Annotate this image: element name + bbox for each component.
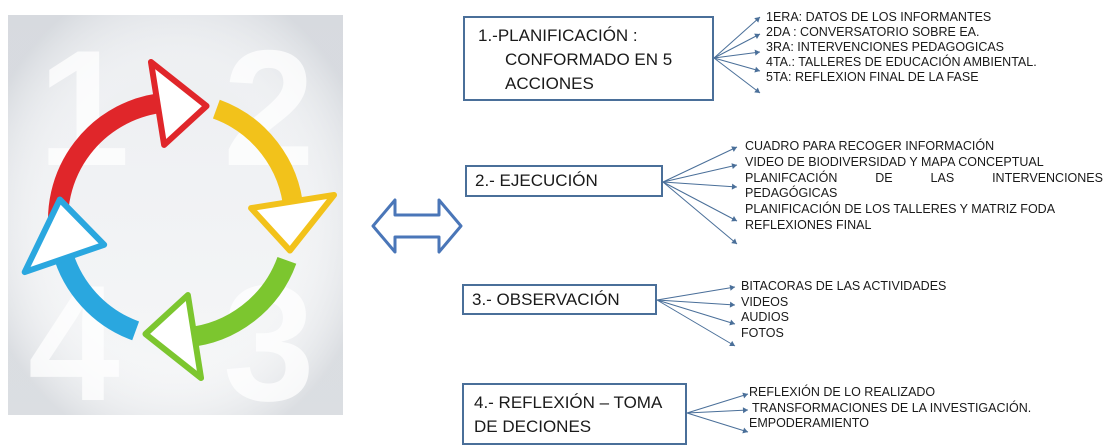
stage-list-reflexion: REFLEXIÓN DE LO REALIZADO TRANSFORMACION… [749,385,1031,432]
connector-line [686,409,749,414]
stage-title-line: 3.- OBSERVACIÓN [472,290,620,309]
connector-arrowhead-icon [754,33,760,39]
list-item: VIDEO DE BIODIVERSIDAD Y MAPA CONCEPTUAL [745,154,1044,169]
list-item: EMPODERAMIENTO [749,416,869,430]
arc-blue [52,247,140,341]
connector-arrowhead-icon [731,146,737,152]
connector-arrowhead-icon [729,284,735,291]
connector-arrowhead-icon [731,183,737,190]
arc-green [185,256,297,348]
list-item: REFLEXIÓN DE LO REALIZADO [749,385,936,399]
list-item: VIDEOS [741,294,789,309]
connector-line [686,393,749,414]
list-item: 2DA : CONVERSATORIO SOBRE EA. [766,25,980,39]
list-item: 1ERA: DATOS DE LOS INFORMANTES [766,10,992,24]
list-item: TRANSFORMACIONES DE LA INVESTIGACIÓN. [752,400,1032,415]
cycle-number-2: 2 [223,16,315,200]
list-item: 3RA: INTERVENCIONES PEDAGOGICAS [766,40,1005,54]
stage-box-ejecucion: 2.- EJECUCIÓN [465,165,663,197]
arrowhead-green-icon [142,292,205,382]
list-item: AUDIOS [741,310,789,324]
cycle-graphic: 1 2 3 4 [8,15,343,415]
list-item: BITACORAS DE LAS ACTIVIDADES [741,279,947,293]
list-word: PLANIFCACIÓN [745,170,838,185]
list-item: PLANIFICACIÓN DE LOS TALLERES Y MATRIZ F… [745,202,1056,217]
connector-arrowhead-icon [729,301,735,308]
arrowhead-blue-icon [21,196,108,276]
stage-list-planificacion: 1ERA: DATOS DE LOS INFORMANTES 2DA : CON… [766,10,1037,85]
connector-line [662,181,738,222]
connector-line [713,33,761,59]
connector-line [656,299,736,306]
stage-box-observacion: 3.- OBSERVACIÓN [462,284,657,315]
double-arrow-icon [371,198,463,254]
connector-line [662,181,738,188]
connector-arrowhead-icon [742,392,748,399]
connector-line [662,164,738,183]
stage-title-line: CONFORMADO EN 5 [505,50,673,69]
connector-arrowhead-icon [754,87,760,93]
connector-arrowhead-icon [742,427,748,434]
connector-arrowhead-icon [731,163,737,170]
list-item-line: PEDAGÓGICAS [745,186,838,201]
connector-arrowhead-icon [731,238,737,244]
list-item-line: PLANIFCACIÓN DE LAS INTERVENCIONES [745,171,1103,187]
list-item: REFLEXIONES FINAL [745,217,872,232]
connector-line [662,181,738,245]
connector-line [686,412,749,433]
stage-title-line: 4.- REFLEXIÓN – TOMA [474,393,663,412]
connector-arrowhead-icon [729,340,735,347]
connector-line [713,16,761,59]
list-item: 4TA.: TALLERES DE EDUCACIÓN AMBIENTAL. [766,55,1037,69]
connector-line [713,51,761,59]
stage-title-line: ACCIONES [505,74,594,93]
list-word: INTERVENCIONES [992,170,1103,185]
connector-arrowhead-icon [754,49,760,56]
list-word: DE [875,170,893,185]
arrowhead-yellow-icon [248,191,338,254]
connector-line [713,57,761,94]
stage-list-ejecucion: CUADRO PARA RECOGER INFORMACIÓN VIDEO DE… [745,139,1103,234]
connector-line [656,299,736,347]
connector-arrowhead-icon [742,407,748,414]
stage-title-line: 2.- EJECUCIÓN [475,171,598,190]
arc-yellow [212,99,304,211]
list-item: PLANIFCACIÓN DE LAS INTERVENCIONES PEDAGÓGI… [745,171,1103,203]
connector-line [656,286,736,301]
list-word: LAS [930,170,955,185]
list-item: 5TA: REFLEXION FINAL DE LA FASE [766,70,979,84]
connector-arrowhead-icon [731,216,737,222]
stage-list-observacion: BITACORAS DE LAS ACTIVIDADES VIDEOS AUDI… [741,279,946,341]
arrowhead-red-icon [147,58,210,148]
stage-title-line: 1.-PLANIFICACIÓN : [478,26,638,45]
connector-arrowhead-icon [729,319,735,326]
list-item: CUADRO PARA RECOGER INFORMACIÓN [745,139,995,153]
list-item: FOTOS [741,325,784,340]
connector-line [662,146,738,183]
connector-arrowhead-icon [754,17,760,23]
connector-line [713,57,761,72]
connector-line [656,299,736,325]
connector-arrowhead-icon [754,66,760,73]
stage-box-planificacion: 1.-PLANIFICACIÓN : CONFORMADO EN 5 ACCIO… [463,16,714,101]
stage-title-line: DE DECIONES [474,417,592,436]
